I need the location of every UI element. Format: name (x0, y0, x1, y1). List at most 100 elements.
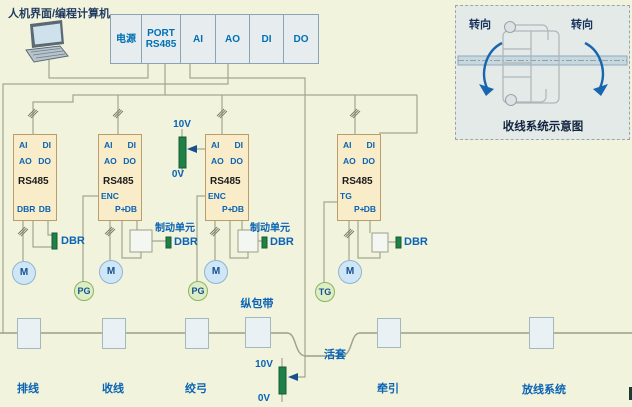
loop-pot-0v-label: 0V (257, 393, 271, 404)
motor-traverse: M (12, 261, 36, 285)
drive3-pplus-terminal: P+ (222, 204, 233, 214)
drive1-ao: AO (19, 156, 32, 166)
label-taping: 纵包带 (240, 298, 274, 310)
drive4-di: DI (366, 140, 376, 150)
drive-traverse: AI DI AO DO RS485 DBR DB (13, 134, 57, 221)
drive-traction: AI DI AO DO RS485 TG P+ DB (337, 134, 381, 221)
loop-pot-10v-label: 10V (255, 359, 273, 370)
tg-cable (323, 201, 337, 283)
dbr-label-1: DBR (61, 235, 85, 247)
drive4-brake-wires (357, 219, 396, 259)
drive2-pplus-terminal: P+ (115, 204, 126, 214)
plc-box: 电源 PORT RS485 AI AO DI DO (110, 14, 319, 64)
drive4-pplus-terminal: P+ (354, 204, 365, 214)
drive3-ai: AI (211, 140, 220, 150)
drive2-di: DI (127, 140, 137, 150)
speed-pot-0v-label: 0V (171, 169, 185, 180)
takeup-inset-panel: 转向 转向 收线系统示意图 (455, 5, 630, 140)
label-payoff: 放线系统 (522, 384, 566, 396)
motor-traction: M (338, 260, 362, 284)
pg1-cable (82, 195, 98, 282)
drive1-dbr-terminal: DBR (17, 204, 36, 214)
machine-line (0, 332, 632, 357)
ai-loop-feedback-cable (189, 62, 306, 378)
inset-caption: 收线系统示意图 (502, 121, 584, 133)
drive3-enc-terminal: ENC (208, 191, 226, 201)
rotation-arrows (482, 41, 605, 89)
spool-outline (502, 24, 560, 104)
laptop-icon (25, 20, 69, 63)
encoder-pg1: PG (74, 281, 94, 301)
plc-cell-di: DI (249, 15, 283, 63)
plc-cell-power: 电源 (116, 33, 136, 45)
label-twister: 绞弓 (185, 383, 207, 395)
speed-pot-stubs (181, 129, 205, 176)
hmi-cable (48, 60, 149, 79)
drive4-do: DO (362, 156, 375, 166)
drive3-di: DI (234, 140, 244, 150)
turn-direction-right: 转向 (571, 19, 593, 31)
dbr-label-3: DBR (270, 236, 294, 248)
drive2-do: DO (123, 156, 136, 166)
drive4-ao: AO (343, 156, 356, 166)
takeup-sketch (457, 21, 628, 106)
label-takeup: 收线 (102, 383, 124, 395)
dbr-resistors (51, 136, 402, 395)
drive-twister: AI DI AO DO RS485 ENC P+ DB (205, 134, 249, 221)
cable-slash-symbols (17, 108, 361, 239)
drive1-do: DO (38, 156, 51, 166)
label-traction: 牵引 (377, 383, 399, 395)
drive1-ai: AI (19, 140, 28, 150)
plc-cell-do: DO (283, 15, 318, 63)
motor-twister: M (204, 260, 228, 284)
drive2-ai: AI (104, 140, 113, 150)
machine-taping (245, 317, 271, 348)
speed-pot-10v-label: 10V (173, 119, 191, 130)
drive4-db-terminal: DB (363, 204, 376, 214)
drive3-db-terminal: DB (231, 204, 244, 214)
encoder-pg2: PG (188, 281, 208, 301)
turn-direction-left: 转向 (469, 19, 491, 31)
drive1-db-terminal: DB (38, 204, 51, 214)
plc-cell-ao: AO (215, 15, 249, 63)
machine-twister (185, 318, 209, 349)
drive2-enc-terminal: ENC (101, 191, 119, 201)
motor-cables (22, 219, 350, 261)
pot-wiper-arrows (187, 145, 298, 381)
drive2-ao: AO (104, 156, 117, 166)
drive1-dbr-wires (32, 219, 52, 248)
ao-left-cable (2, 62, 229, 333)
plc-cell-port-rs485: PORT RS485 (141, 15, 180, 63)
label-loop: 活套 (324, 349, 346, 361)
label-traverse: 排线 (17, 383, 39, 395)
tacho-tg: TG (315, 282, 335, 302)
brake-unit-label-2: 制动单元 (250, 223, 290, 234)
machine-traction (377, 318, 401, 348)
rs485-bus (32, 94, 417, 134)
motor-takeup: M (99, 260, 123, 284)
dbr-label-2: DBR (174, 236, 198, 248)
brake-unit-label-1: 制动单元 (155, 223, 195, 234)
drive3-ao: AO (211, 156, 224, 166)
dbr-label-4: DBR (404, 236, 428, 248)
drive1-di: DI (42, 140, 52, 150)
drive2-rs485: RS485 (103, 176, 134, 187)
pg2-cable (196, 195, 205, 282)
drive4-rs485: RS485 (342, 176, 373, 187)
drive-takeup: AI DI AO DO RS485 ENC P+ DB (98, 134, 142, 221)
drive2-db-terminal: DB (124, 204, 137, 214)
plc-cell-ai: AI (180, 15, 215, 63)
brake-unit-boxes (129, 229, 389, 253)
drive4-ai: AI (343, 140, 352, 150)
bus-end (379, 95, 418, 134)
machine-takeup (102, 318, 126, 349)
machine-traverse (17, 318, 41, 349)
drive3-rs485: RS485 (210, 176, 241, 187)
edge-artifact (629, 387, 632, 400)
drive3-do: DO (230, 156, 243, 166)
hmi-title: 人机界面/编程计算机 (8, 8, 111, 20)
drive1-rs485: RS485 (18, 176, 49, 187)
machine-payoff (529, 317, 554, 349)
